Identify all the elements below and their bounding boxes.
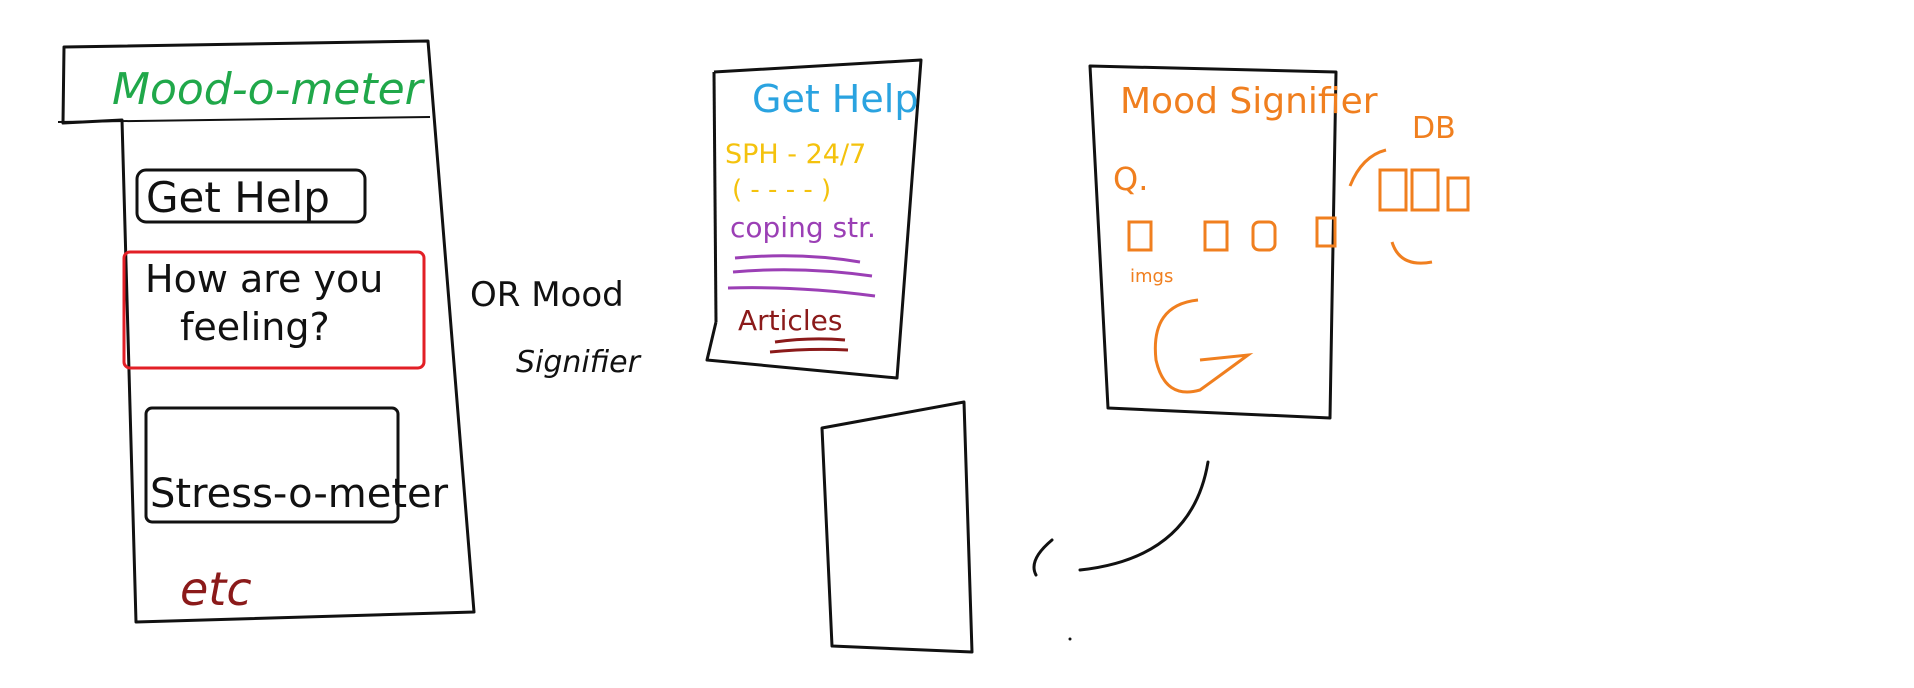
screen-mood-o-meter-topbar: [57, 116, 431, 123]
screen-mood-o-meter-title: Mood-o-meter: [112, 64, 426, 115]
coping-strategies-label: coping str.: [730, 211, 876, 244]
mood-option-3[interactable]: [1251, 220, 1277, 252]
feeling-prompt-line1: How are you: [145, 257, 383, 301]
articles-underline-1: [774, 337, 846, 344]
feeling-prompt-line2: feeling?: [180, 305, 330, 349]
hotline-number: ( - - - - ): [732, 175, 831, 205]
database-item-1: [1378, 168, 1408, 212]
coping-strategies-line-2: [732, 268, 873, 278]
database-note: DB: [1348, 111, 1470, 265]
mood-gauge-sketch: [1153, 298, 1254, 394]
screen-get-help-title: Get Help: [752, 77, 918, 121]
stray-dot: [1068, 637, 1072, 641]
side-note-line2: Signifier: [516, 345, 642, 380]
screen-mood-o-meter-frame: [61, 39, 476, 624]
side-note: OR Mood Signifier: [470, 275, 642, 380]
stress-o-meter-button[interactable]: [144, 406, 400, 524]
mood-images-label: imgs: [1130, 266, 1173, 287]
screen-get-help: Get Help SPH - 24/7 ( - - - - ) coping s…: [705, 58, 923, 380]
database-arrow-out: [1390, 241, 1433, 265]
mood-option-1[interactable]: [1127, 220, 1153, 252]
get-help-button-label: Get Help: [146, 173, 330, 222]
coping-strategies-line-1: [734, 254, 861, 264]
blank-screen-frame: [820, 400, 974, 654]
articles-link[interactable]: Articles: [738, 304, 842, 337]
screen-mood-o-meter: Mood-o-meter Get Help How are you feelin…: [57, 39, 476, 624]
screen-mood-signifier-title: Mood Signifier: [1120, 81, 1378, 122]
stress-o-meter-button-label: Stress-o-meter: [150, 471, 449, 517]
database-arrow-in: [1348, 148, 1387, 187]
screen-mood-signifier-frame: [1088, 64, 1338, 420]
articles-underline-2: [769, 347, 849, 354]
get-help-button[interactable]: [135, 168, 367, 224]
hotline-label: SPH - 24/7: [725, 139, 866, 170]
screen-get-help-left-edge: [712, 71, 718, 323]
database-label: DB: [1412, 111, 1456, 146]
mood-option-4[interactable]: [1315, 216, 1337, 248]
screen-get-help-frame: [705, 58, 923, 380]
mood-question-label: Q.: [1113, 160, 1148, 198]
screen-mood-signifier: Mood Signifier Q. imgs: [1088, 64, 1378, 420]
database-item-2: [1410, 168, 1440, 212]
connector-arrow: [1032, 460, 1210, 577]
mood-option-2[interactable]: [1203, 220, 1229, 252]
side-note-line1: OR Mood: [470, 275, 624, 315]
coping-strategies-line-3: [727, 286, 876, 298]
feeling-prompt-box[interactable]: [122, 250, 426, 370]
screen-mood-o-meter-footer: etc: [180, 562, 252, 616]
database-item-3: [1446, 176, 1470, 212]
